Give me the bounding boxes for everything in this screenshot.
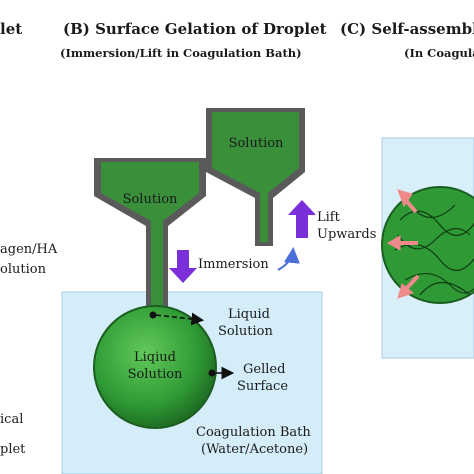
liquid-solution-label-line1: Liquid bbox=[228, 307, 270, 322]
liquid-solution-dot bbox=[149, 311, 157, 319]
immersion-arrow bbox=[169, 250, 197, 283]
left-nozzle-label: Solution bbox=[122, 192, 178, 207]
gelled-surface-label-line1: Gelled bbox=[243, 362, 286, 377]
lift-upwards-arrow bbox=[288, 200, 316, 238]
gelled-surface-dot bbox=[208, 369, 216, 377]
liquid-solution-label-line2: Solution bbox=[218, 324, 273, 339]
immersion-label: Immersion bbox=[198, 257, 269, 272]
right-nozzle bbox=[206, 108, 305, 246]
coagulation-bath-label: Coagulation Bath bbox=[196, 425, 311, 440]
lift-label-line1: Lift bbox=[317, 210, 340, 225]
lift-label-line2: Upwards bbox=[317, 227, 377, 242]
panel-a-droplet-line1: ical bbox=[0, 412, 24, 427]
panel-a-label-line2: olution bbox=[0, 262, 46, 277]
gelled-surface-label-line2: Surface bbox=[237, 379, 289, 394]
left-nozzle bbox=[94, 158, 206, 310]
curved-transition-arrow bbox=[277, 247, 300, 271]
panel-a-droplet-line2: plet bbox=[0, 442, 26, 457]
outward-arrows bbox=[387, 189, 420, 299]
panel-c-subtitle: (In Coagula bbox=[404, 46, 474, 60]
panel-a-label-line1: agen/HA bbox=[0, 242, 58, 257]
droplet-label-line1: Liqiud bbox=[134, 350, 176, 365]
panel-a-title: let bbox=[0, 20, 23, 38]
right-nozzle-label: Solution bbox=[228, 136, 284, 151]
droplet bbox=[93, 305, 217, 429]
panel-c-title: (C) Self-assembly- bbox=[340, 20, 474, 38]
self-assembly-sphere bbox=[381, 186, 474, 304]
droplet-label-line2: Solution bbox=[127, 367, 183, 382]
coagulation-bath-medium: (Water/Acetone) bbox=[201, 442, 309, 457]
panel-b-subtitle: (Immersion/Lift in Coagulation Bath) bbox=[60, 46, 302, 60]
panel-b-title: (B) Surface Gelation of Droplet bbox=[63, 20, 327, 38]
